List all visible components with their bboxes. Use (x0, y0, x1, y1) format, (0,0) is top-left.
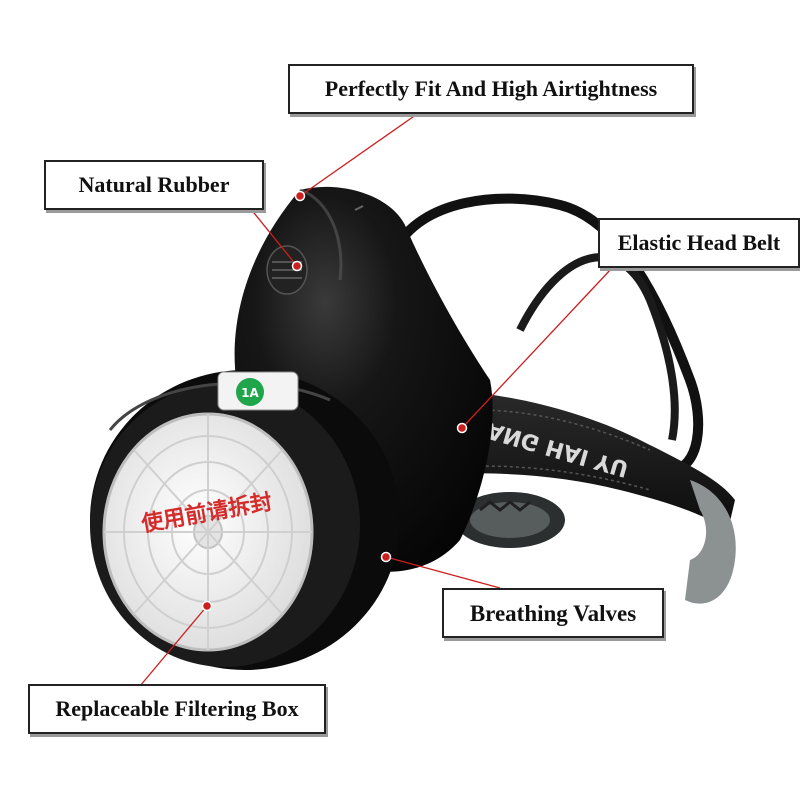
callout-airtightness: Perfectly Fit And High Airtightness (288, 64, 694, 114)
leader-lines (139, 111, 613, 687)
dot-rubber (291, 260, 303, 272)
replaceable-filter-face: 使用前请拆封 (102, 412, 314, 652)
callout-natural-rubber: Natural Rubber (44, 160, 264, 210)
badge-text: 1A (241, 386, 259, 400)
dot-airtightness (294, 190, 306, 202)
badge-icon (236, 378, 264, 406)
rear-valve-housing (455, 492, 565, 548)
dot-filter (201, 600, 213, 612)
callout-breathing-valves: Breathing Valves (442, 588, 664, 638)
leader-rubber (249, 207, 298, 267)
dot-valves (380, 551, 392, 563)
leader-head-belt (461, 267, 613, 429)
dot-head-belt (456, 422, 468, 434)
leader-airtightness (299, 111, 421, 197)
leader-dots (201, 190, 468, 612)
callout-replaceable-filtering-box: Replaceable Filtering Box (28, 684, 326, 734)
leader-valves (385, 556, 501, 589)
callout-elastic-head-belt: Elastic Head Belt (598, 218, 800, 268)
leader-filter (139, 605, 208, 687)
